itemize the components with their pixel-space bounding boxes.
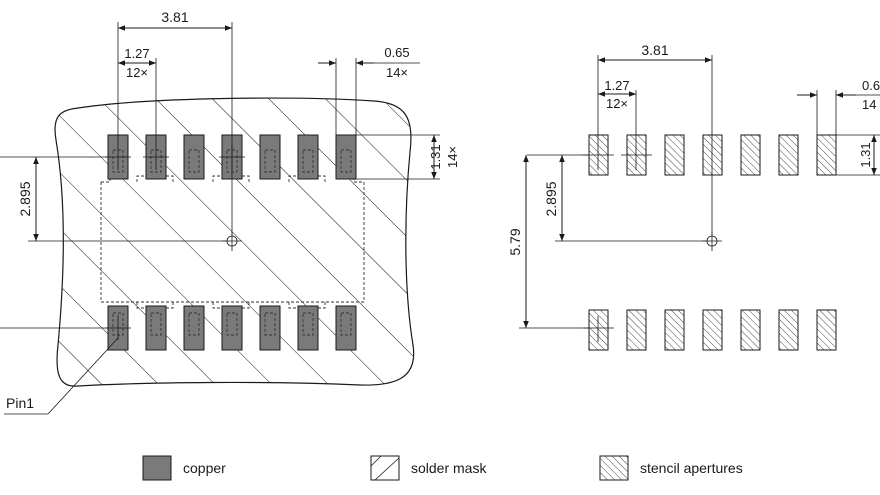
stencil-aperture: [740, 134, 761, 176]
dim-pitch: 1.27: [124, 46, 149, 61]
stencil-aperture: [816, 309, 837, 351]
legend-item-copper: copper: [142, 455, 226, 481]
stencil-aperture: [664, 309, 685, 351]
dim-half-span-right: 2.895: [543, 181, 559, 216]
solder-mask-outline: [54, 97, 415, 387]
legend-swatch-stencil: [599, 455, 629, 481]
stencil-apertures-bottom: [588, 309, 837, 351]
copper-pads-top: [107, 134, 357, 180]
dim-pitch-count-right: 12×: [606, 96, 628, 111]
dim-pitch-total-right: 3.81: [641, 42, 668, 58]
legend: copper solder mask stencil apertures: [142, 455, 743, 481]
stencil-aperture: [588, 309, 609, 351]
dim-pitch-total: 3.81: [161, 9, 188, 25]
stencil-aperture: [702, 134, 723, 176]
stencil-apertures-top: [588, 134, 837, 176]
dim-pad-height: 1.31: [428, 144, 443, 169]
legend-item-solder-mask: solder mask: [370, 455, 487, 481]
dim-pad-width-count-right: 14: [862, 97, 876, 112]
stencil-aperture: [778, 309, 799, 351]
dim-pad-width-count: 14×: [386, 65, 408, 80]
dim-pad-width-right: 0.6: [862, 78, 880, 93]
dim-half-span: 2.895: [17, 181, 33, 216]
dim-pitch-count: 12×: [126, 65, 148, 80]
stencil-aperture: [778, 134, 799, 176]
legend-swatch-copper: [142, 455, 172, 481]
left-view: 3.81 1.27 12× 0.65 14× 1.31 14× 2.895 Pi…: [0, 9, 460, 415]
legend-item-stencil: stencil apertures: [599, 455, 743, 481]
legend-label-copper: copper: [183, 460, 226, 476]
dim-pitch-right: 1.27: [604, 78, 629, 93]
legend-label-solder-mask: solder mask: [411, 460, 487, 476]
stencil-aperture: [664, 134, 685, 176]
stencil-aperture: [702, 309, 723, 351]
dim-pad-height-count: 14×: [445, 146, 460, 168]
dim-pad-height-right: 1.31: [858, 142, 873, 167]
dim-full-span-right: 5.79: [507, 228, 523, 255]
pin1-label: Pin1: [6, 395, 34, 411]
dim-pad-width: 0.65: [384, 45, 409, 60]
legend-swatch-solder-mask: [370, 455, 400, 481]
stencil-aperture: [740, 309, 761, 351]
stencil-aperture: [816, 134, 837, 176]
legend-label-stencil: stencil apertures: [640, 460, 743, 476]
stencil-aperture: [626, 309, 647, 351]
copper-pads-bottom: [107, 305, 357, 351]
right-view: 3.81 1.27 12× 0.6 14 1.31 2.895 5.79: [507, 42, 880, 351]
